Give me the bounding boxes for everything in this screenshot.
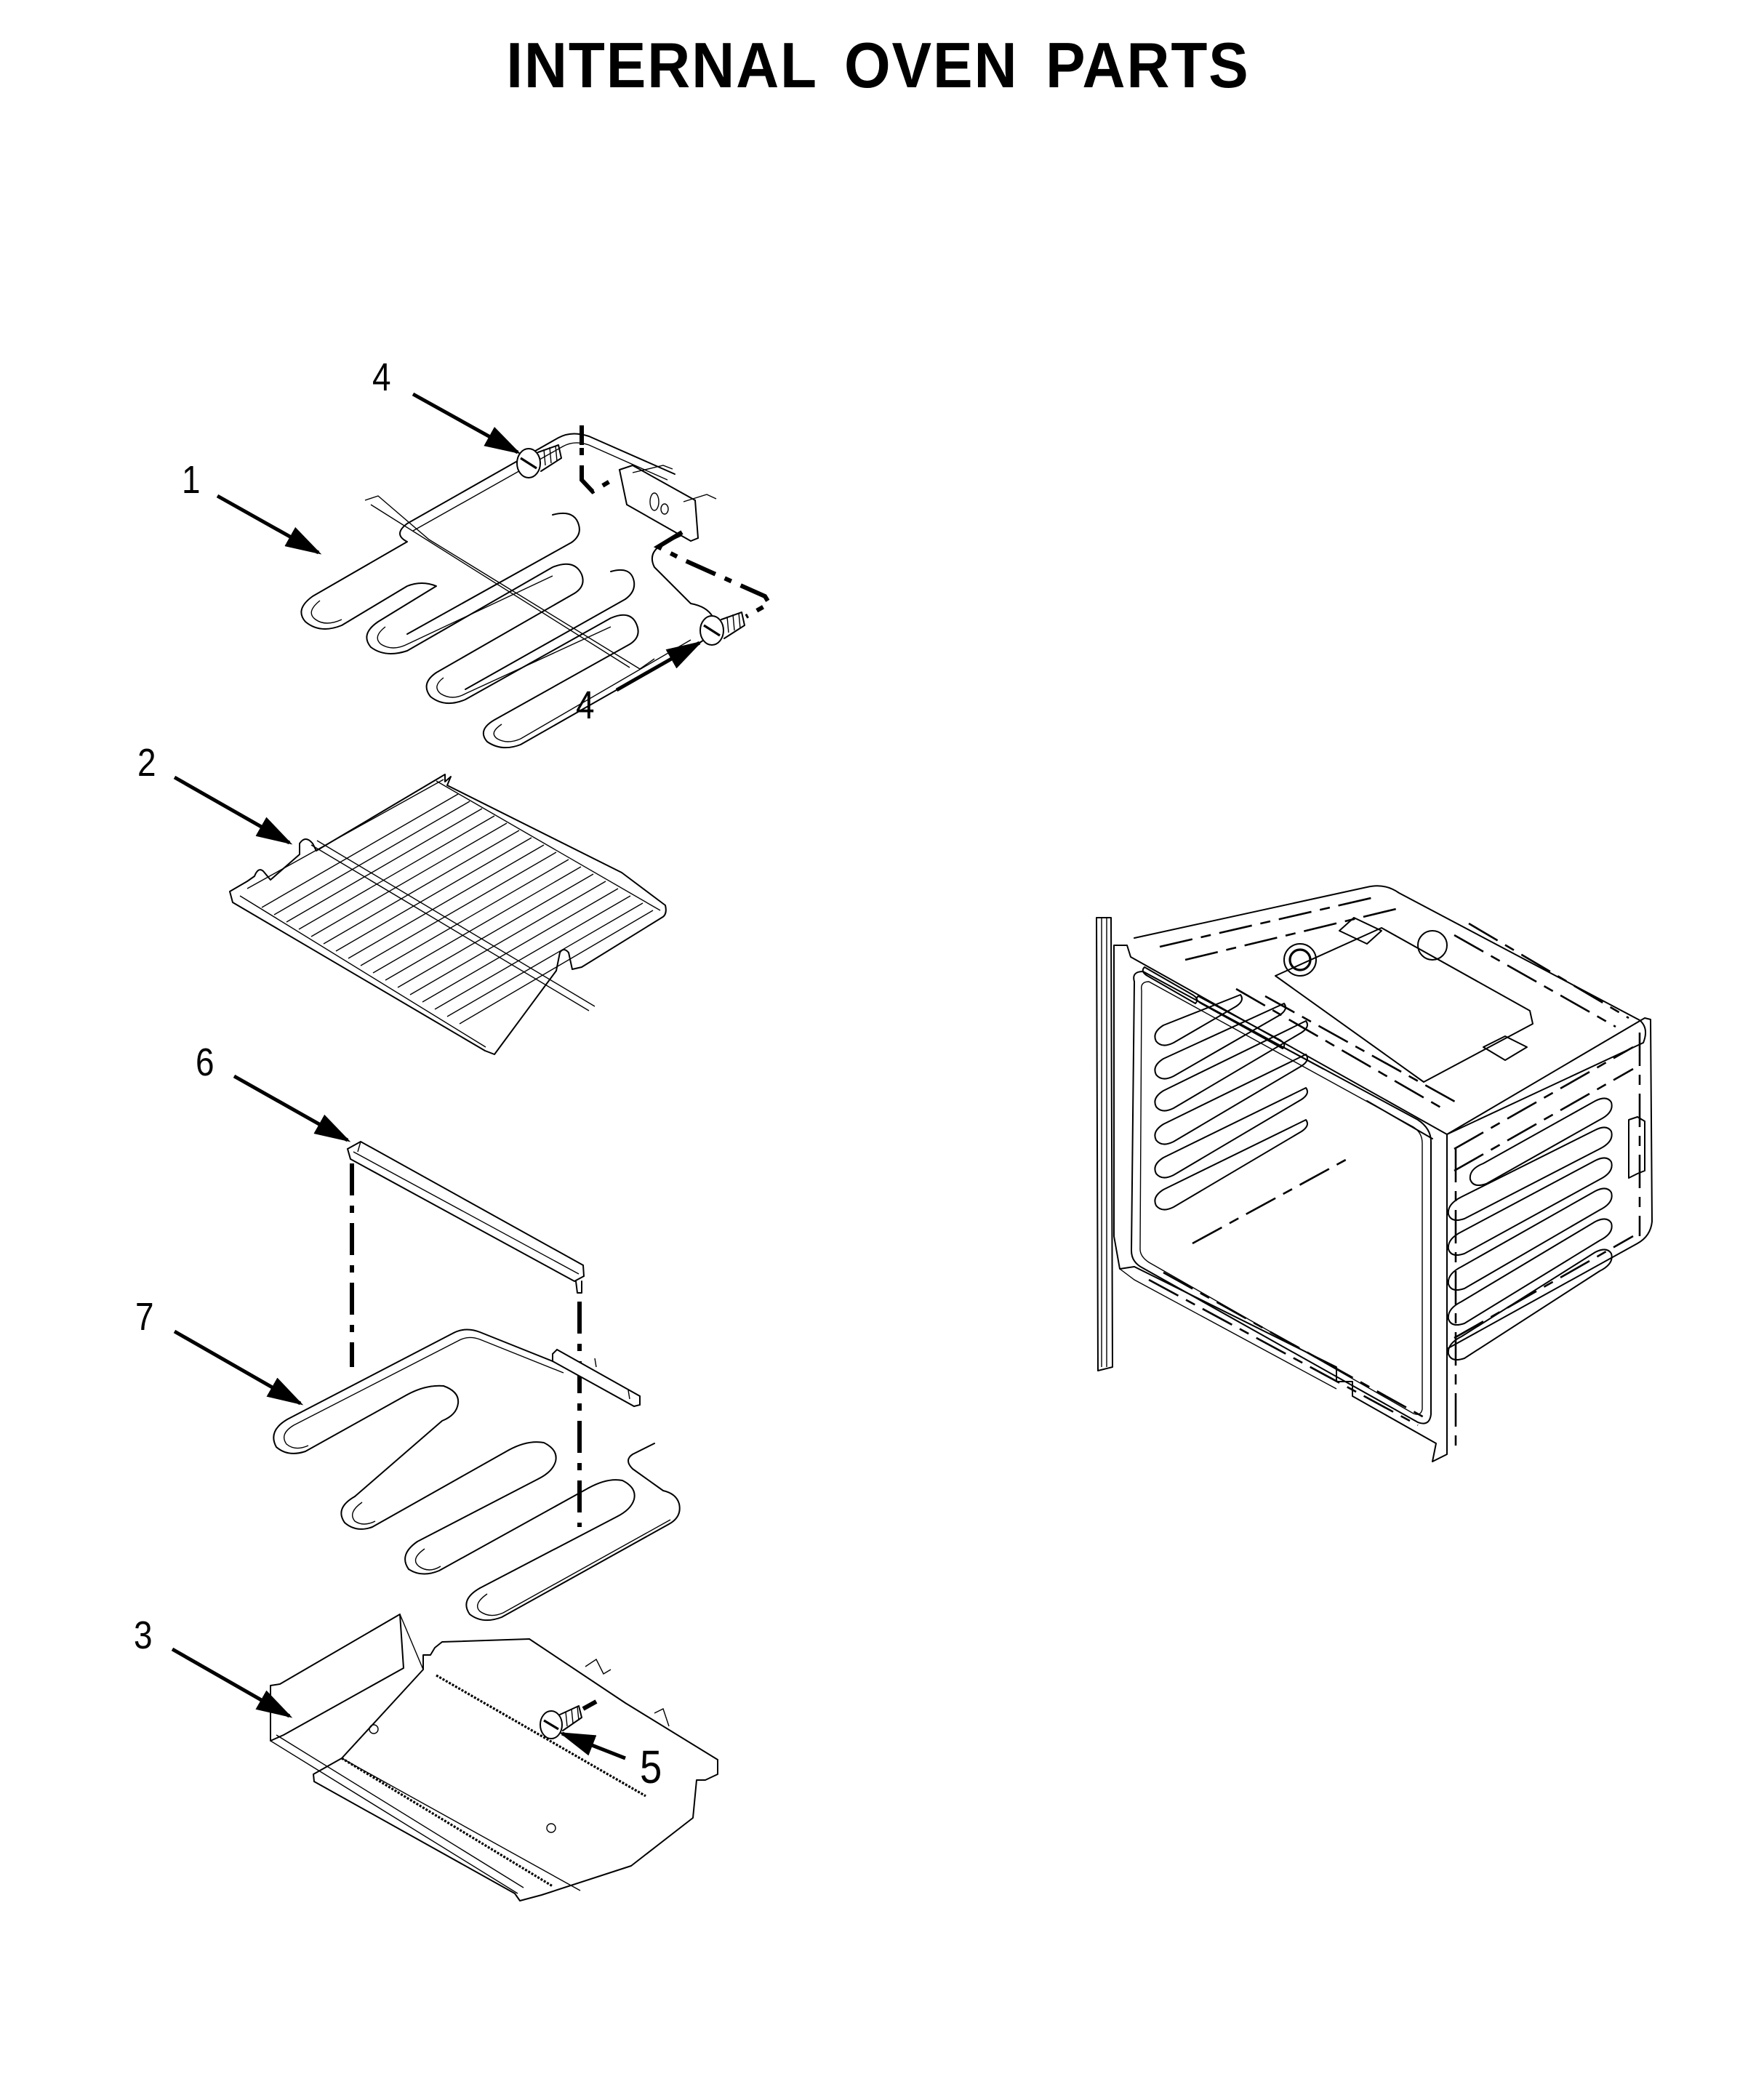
arrow-4-top-icon: [412, 392, 521, 454]
page-title: INTERNAL OVEN PARTS: [506, 29, 1250, 101]
arrow-1-icon: [216, 494, 322, 555]
arrow-6-icon: [233, 1074, 351, 1142]
screw-bottom[interactable]: [699, 612, 745, 646]
arrow-7-icon: [173, 1329, 304, 1406]
callout-5: 5: [640, 1741, 662, 1793]
heating-element-upper[interactable]: [300, 425, 773, 749]
callout-4-top: 4: [372, 356, 391, 399]
callout-3: 3: [134, 1614, 153, 1657]
arrow-3-icon: [171, 1647, 293, 1718]
bottom-panel[interactable]: [270, 1614, 718, 1901]
element-bracket[interactable]: [346, 1140, 585, 1527]
screw-bottom-panel[interactable]: [540, 1699, 598, 1739]
callout-7: 7: [135, 1295, 154, 1339]
oven-cavity[interactable]: [1096, 885, 1653, 1462]
oven-rack[interactable]: [229, 774, 667, 1055]
callout-1: 1: [182, 458, 201, 502]
heating-element-lower[interactable]: [273, 1328, 681, 1622]
callout-2: 2: [137, 741, 156, 785]
arrow-5-icon: [558, 1731, 626, 1760]
leader-arrows: [171, 392, 703, 1760]
screw-top[interactable]: [516, 444, 562, 478]
callout-6: 6: [196, 1041, 215, 1084]
arrow-2-icon: [173, 775, 293, 845]
